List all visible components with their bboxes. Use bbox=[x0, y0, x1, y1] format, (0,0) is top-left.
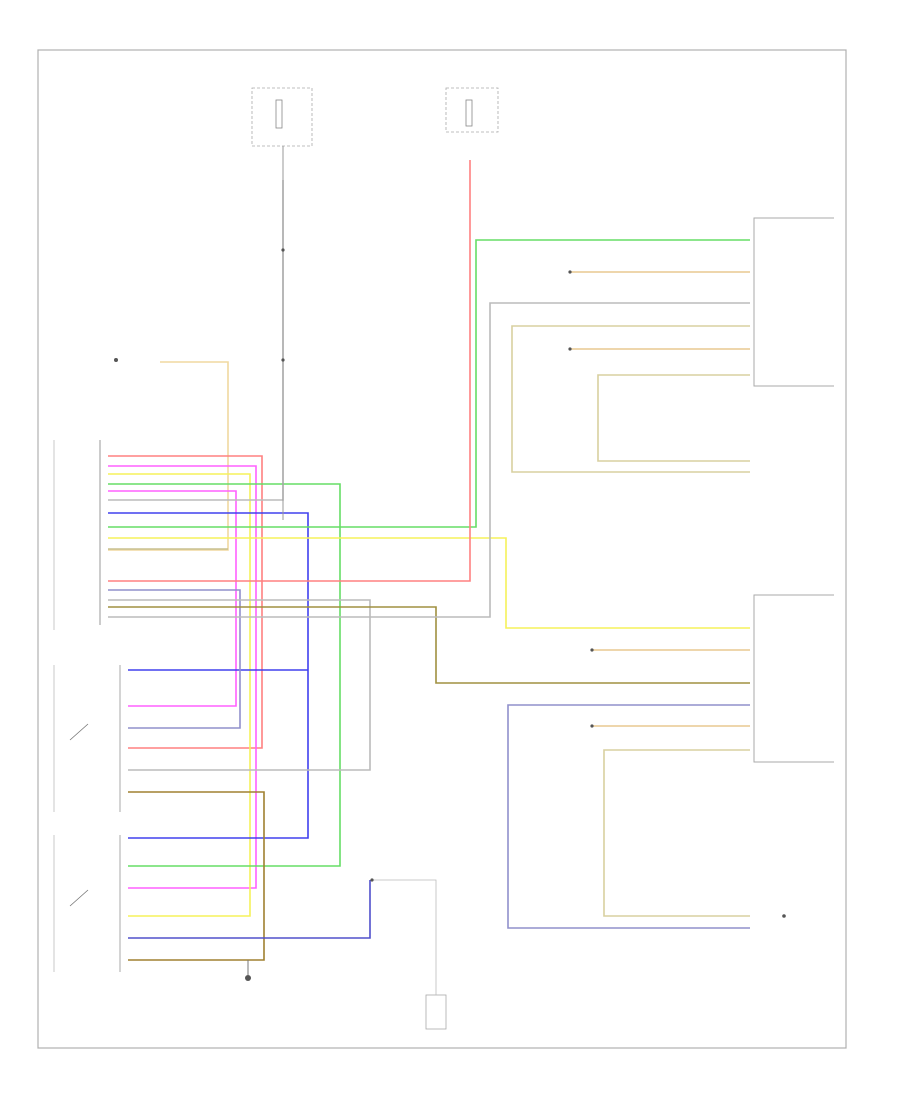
wire-w-yel bbox=[108, 473, 251, 917]
wire-w-blue bbox=[108, 512, 309, 839]
bottom-component-box bbox=[372, 879, 447, 1030]
wire-w-r3 bbox=[511, 325, 750, 473]
wire-w-gy bbox=[108, 180, 284, 501]
left-seatbelt-switch-box bbox=[53, 665, 121, 812]
wire-w-gy3 bbox=[108, 302, 750, 618]
seat-switch-connector bbox=[53, 440, 101, 630]
wire-w-pink bbox=[108, 465, 257, 889]
wire-w-r8 bbox=[603, 749, 750, 917]
wire-w-gy2 bbox=[108, 599, 371, 771]
wire-w-grn bbox=[108, 483, 341, 867]
wire-w-pnk2 bbox=[108, 490, 237, 707]
right-seatbelt-switch-box bbox=[53, 835, 121, 972]
ground-symbol bbox=[245, 960, 251, 981]
wire-w-r7 bbox=[507, 704, 750, 929]
diagram-frame bbox=[37, 49, 847, 1049]
wire-w-r4 bbox=[597, 374, 750, 462]
wire-w-red bbox=[108, 455, 263, 749]
wire-w-red2 bbox=[108, 160, 471, 582]
wire-w-blu3 bbox=[128, 880, 371, 939]
wire-w-yel2 bbox=[108, 537, 750, 629]
right-seat-sensor-module bbox=[753, 594, 834, 763]
wire-w-grn2 bbox=[108, 239, 750, 528]
fuse-box-right bbox=[445, 87, 499, 133]
wire-w-olive bbox=[108, 606, 750, 684]
wire-w-brown bbox=[128, 791, 265, 961]
wire-w-pur bbox=[108, 589, 241, 729]
left-seat-sensor-module bbox=[753, 217, 834, 387]
splice-dots bbox=[114, 248, 786, 918]
fuse-box-left bbox=[251, 87, 313, 520]
wires-group bbox=[108, 160, 750, 961]
